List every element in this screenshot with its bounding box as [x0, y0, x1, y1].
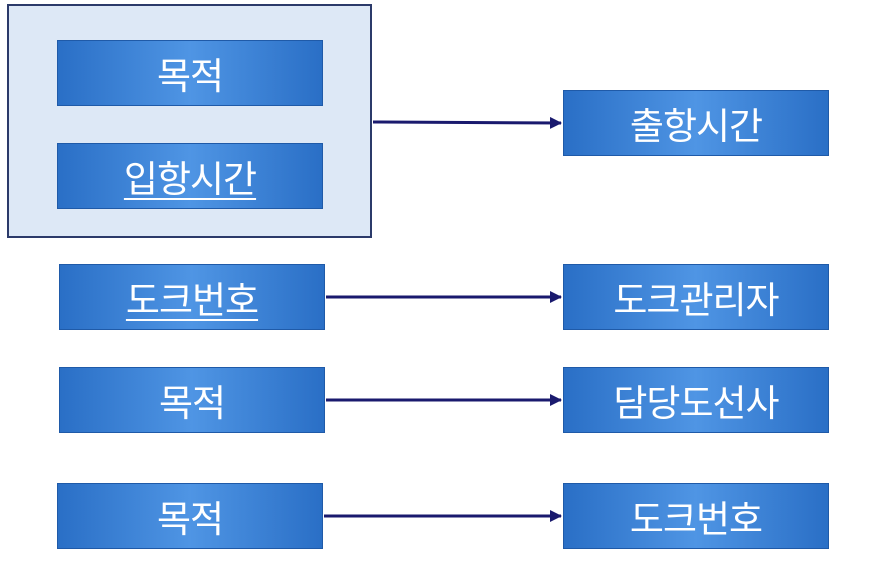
node-purpose-pilot: 목적	[59, 367, 325, 433]
node-purpose-dock: 목적	[57, 483, 323, 549]
node-departure-time: 출항시간	[563, 90, 829, 156]
node-dock-number: 도크번호	[59, 264, 325, 330]
node-assigned-pilot: 담당도선사	[563, 367, 829, 433]
node-arrival-time: 입항시간	[57, 143, 323, 209]
node-dock-number-dependent: 도크번호	[563, 483, 829, 549]
node-dock-manager: 도크관리자	[563, 264, 829, 330]
arrow-composite-to-departure	[372, 116, 562, 129]
node-purpose-composite: 목적	[57, 40, 323, 106]
